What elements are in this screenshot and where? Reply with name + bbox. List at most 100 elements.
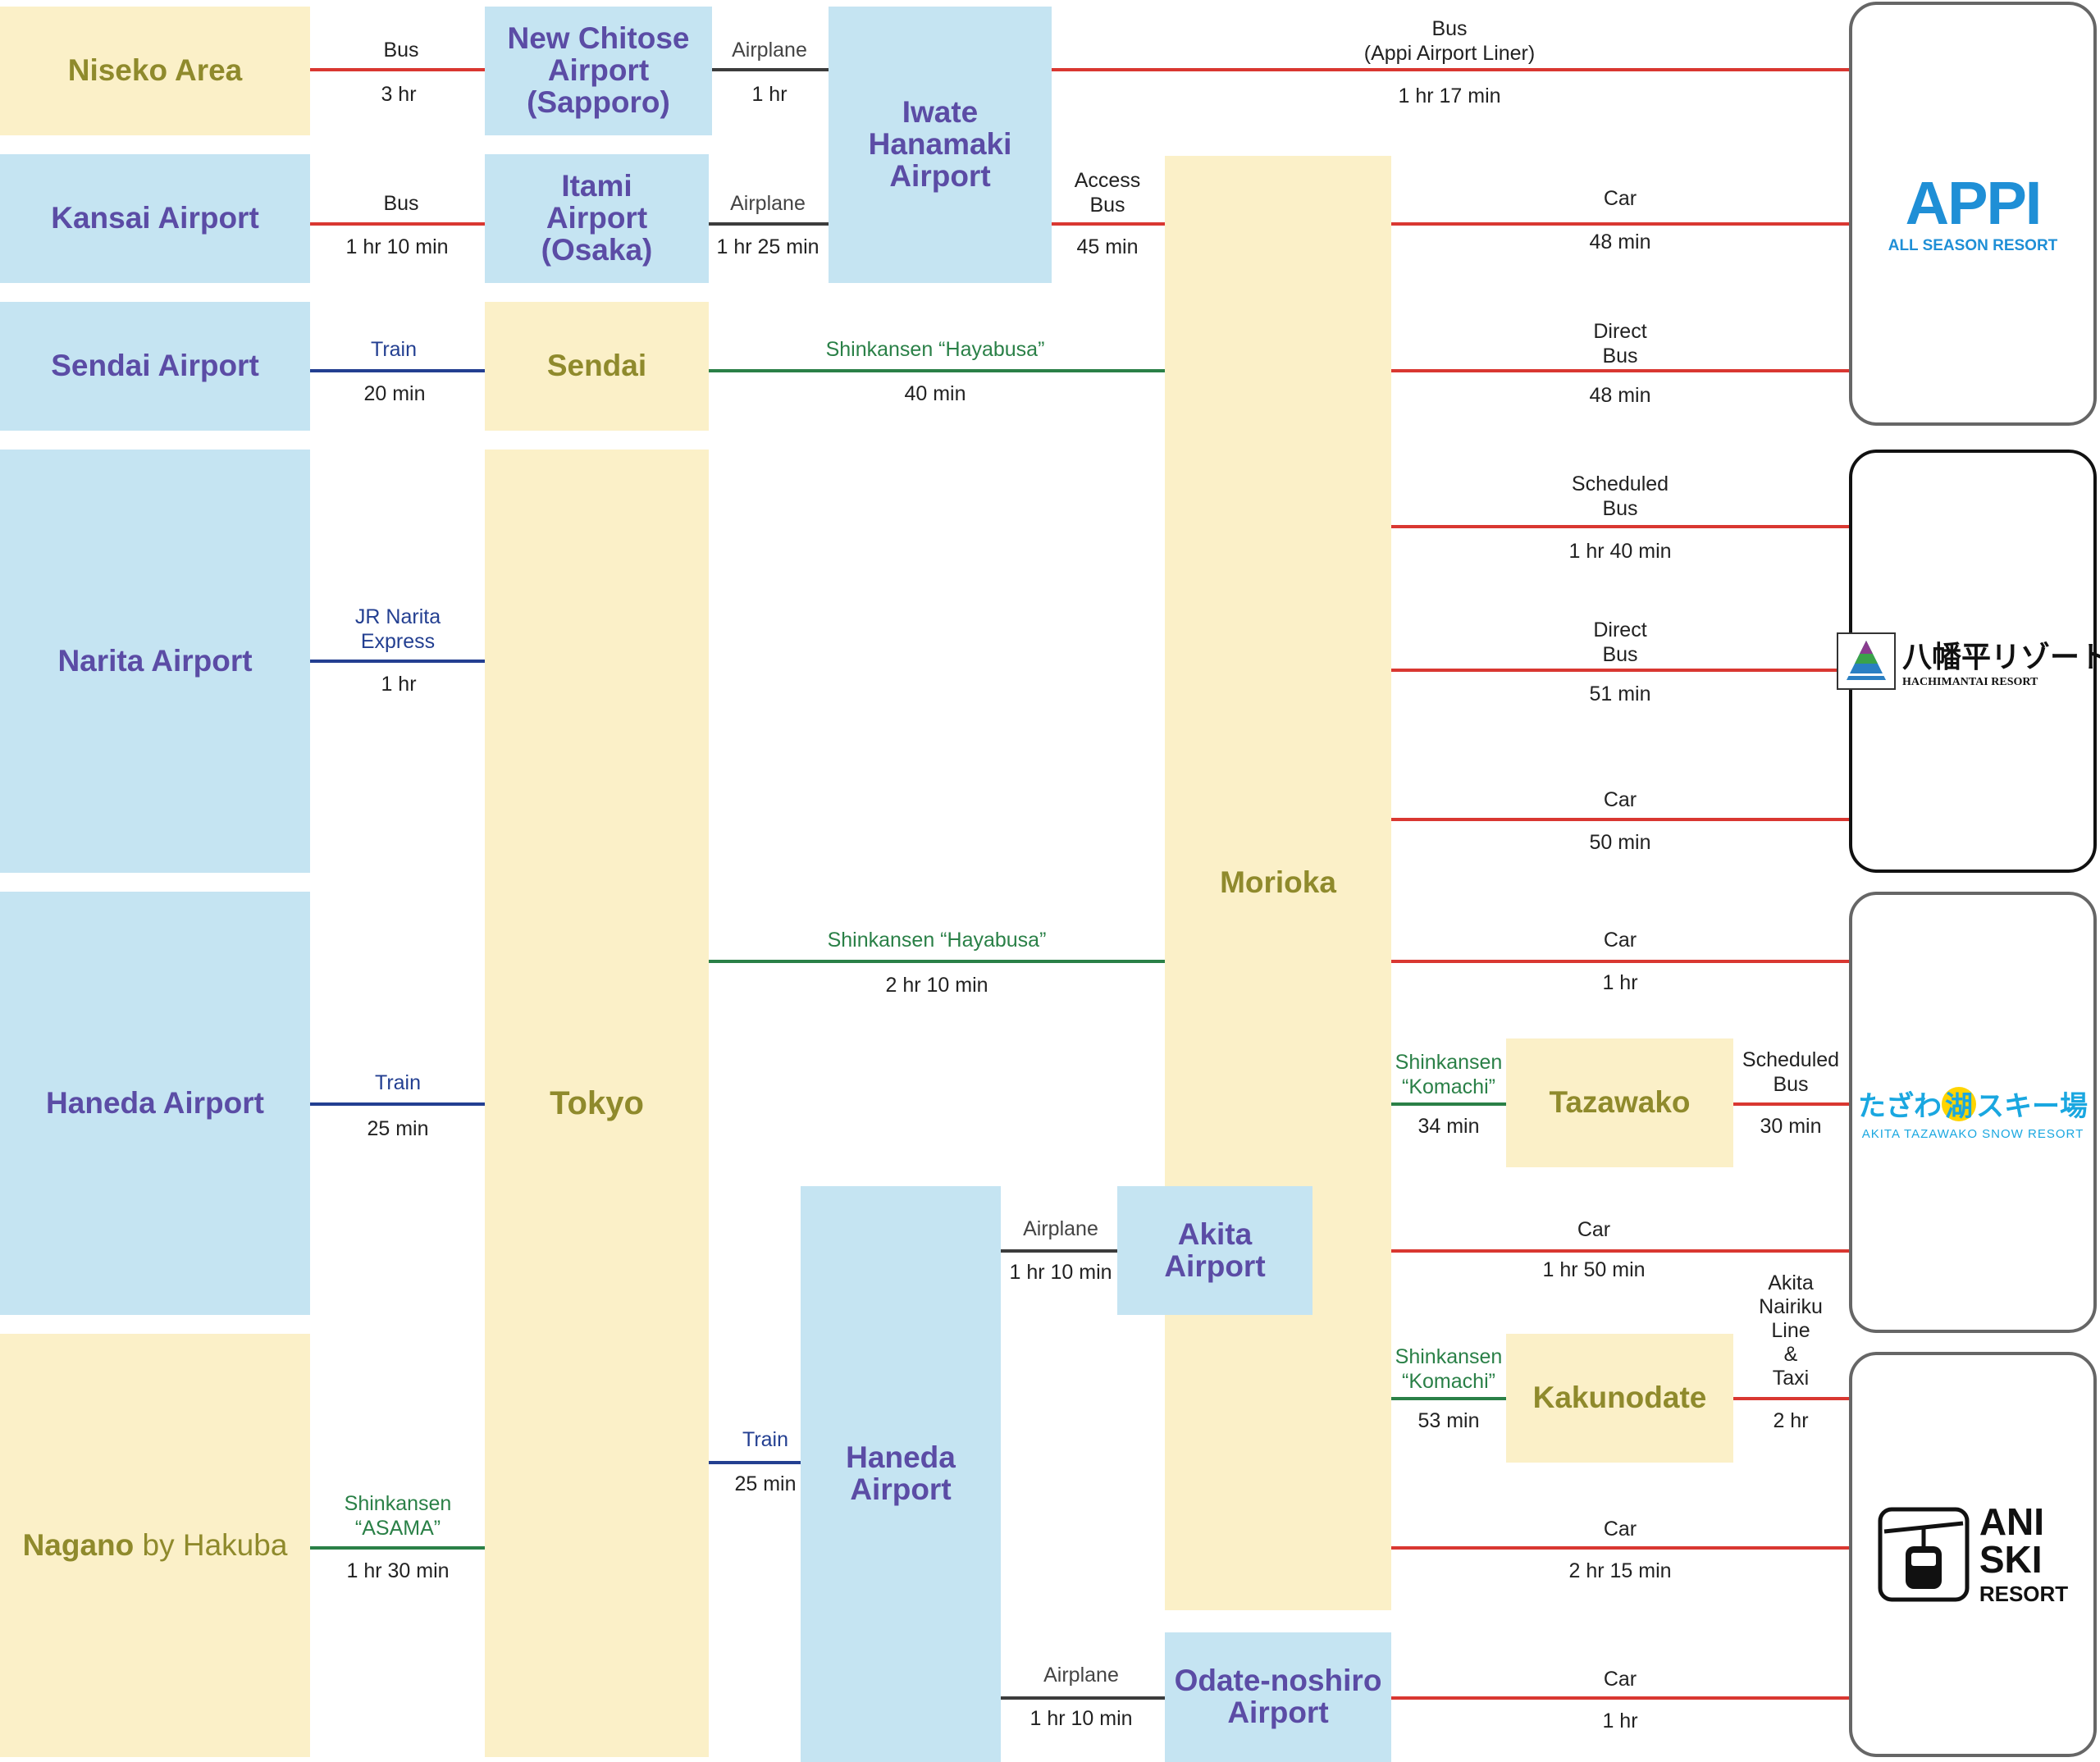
route-line <box>709 960 1165 963</box>
route-label: Scheduled Bus <box>1742 1048 1840 1096</box>
route-label: Train <box>370 338 418 361</box>
route-time: 1 hr 17 min <box>1398 84 1501 107</box>
route-time: 2 hr <box>1773 1409 1809 1432</box>
route-line <box>709 222 829 226</box>
route-label: Shinkansen “Hayabusa” <box>825 338 1045 361</box>
route-line <box>310 1102 485 1106</box>
route-label: Car <box>1603 929 1637 952</box>
route-line <box>1052 68 1849 71</box>
node-iwate-hanamaki-airport: Iwate Hanamaki Airport <box>829 7 1052 283</box>
route-line <box>1391 669 1849 672</box>
route-time: 40 min <box>904 382 966 405</box>
tazawako-logo: たざわ 湖 スキー場 <box>1858 1084 2088 1124</box>
node-niseko-area: Niseko Area <box>0 7 310 135</box>
route-time: 25 min <box>367 1117 429 1140</box>
route-label: Airplane <box>732 39 807 62</box>
resort-hachimantai: 八幡平リゾート HACHIMANTAI RESORT <box>1837 450 2100 873</box>
node-tokyo: Tokyo <box>485 450 709 1757</box>
route-time: 1 hr 10 min <box>1009 1261 1112 1284</box>
resort-appi: APPI ALL SEASON RESORT <box>1849 2 2097 426</box>
route-time: 51 min <box>1589 682 1651 705</box>
route-line <box>310 369 485 372</box>
route-time: 1 hr <box>751 83 788 106</box>
route-time: 53 min <box>1418 1409 1480 1432</box>
node-kakunodate: Kakunodate <box>1506 1334 1733 1463</box>
route-label: Train <box>374 1071 422 1094</box>
route-time: 34 min <box>1418 1115 1480 1138</box>
gondola-icon <box>1878 1507 1970 1602</box>
node-sendai-airport: Sendai Airport <box>0 302 310 431</box>
route-line <box>1391 1397 1506 1400</box>
route-time: 2 hr 15 min <box>1568 1559 1672 1582</box>
route-line <box>1391 525 1849 528</box>
route-time: 1 hr 30 min <box>346 1559 450 1582</box>
route-time: 48 min <box>1589 384 1651 407</box>
route-label: Shinkansen “Hayabusa” <box>827 929 1047 952</box>
route-line <box>310 68 485 71</box>
tazawako-logo-lake: 湖 <box>1942 1086 1976 1123</box>
route-line <box>1733 1397 1849 1400</box>
route-line <box>310 660 485 663</box>
node-morioka: Morioka <box>1165 156 1391 1610</box>
route-label: Car <box>1603 1668 1637 1691</box>
route-label: Direct Bus <box>1593 320 1647 367</box>
route-time: 30 min <box>1760 1115 1822 1138</box>
route-line <box>1391 818 1849 821</box>
route-time: 1 hr <box>1602 971 1638 994</box>
node-sendai: Sendai <box>485 302 709 431</box>
route-line <box>1391 1696 1849 1700</box>
ani-subtitle: RESORT <box>1979 1581 2069 1606</box>
route-time: 1 hr <box>381 673 417 696</box>
route-line <box>1001 1696 1165 1700</box>
route-time: 1 hr 50 min <box>1542 1258 1646 1281</box>
route-time: 20 min <box>363 382 426 405</box>
route-line <box>712 68 829 71</box>
route-label: Scheduled Bus <box>1571 472 1669 520</box>
route-label: Car <box>1603 187 1637 210</box>
route-label: Airplane <box>730 192 806 215</box>
route-time: 3 hr <box>381 83 417 106</box>
route-label: Car <box>1603 788 1637 811</box>
route-label: Bus <box>383 192 419 215</box>
route-label: Akita Nairiku Line & Taxi <box>1759 1271 1823 1390</box>
ani-logo: ANI SKI <box>1979 1500 2045 1581</box>
route-time: 1 hr 40 min <box>1568 540 1672 563</box>
node-akita-airport: Akita Airport <box>1117 1186 1312 1315</box>
route-time: 25 min <box>734 1472 797 1495</box>
tazawako-logo-part: たざわ <box>1858 1090 1942 1123</box>
route-label: Shinkansen “ASAMA” <box>344 1492 452 1540</box>
ani-logo-row: ANI SKI RESORT <box>1878 1503 2068 1607</box>
route-label: Car <box>1577 1218 1611 1241</box>
node-nagano: Nagano by Hakuba <box>0 1334 310 1757</box>
node-tazawako: Tazawako <box>1506 1038 1733 1167</box>
appi-logo: APPI <box>1905 168 2043 237</box>
resort-tazawako: たざわ 湖 スキー場 AKITA TAZAWAKO SNOW RESORT <box>1849 892 2097 1333</box>
hachimantai-subtitle: HACHIMANTAI RESORT <box>1902 676 2038 688</box>
route-line <box>1312 1249 1849 1253</box>
node-haneda-airport-mid: Haneda Airport <box>801 1186 1001 1762</box>
route-line <box>1391 369 1849 372</box>
node-new-chitose-airport: New Chitose Airport (Sapporo) <box>485 7 712 135</box>
route-label: Shinkansen “Komachi” <box>1395 1051 1503 1098</box>
route-line <box>1391 222 1849 226</box>
node-odate-noshiro-airport: Odate-noshiro Airport <box>1165 1632 1391 1762</box>
route-time: 50 min <box>1589 831 1651 854</box>
route-line <box>1001 1249 1117 1253</box>
route-line <box>1391 960 1849 963</box>
resort-ani-ski: ANI SKI RESORT <box>1849 1352 2097 1757</box>
hachimantai-logo: 八幡平リゾート <box>1902 641 2100 674</box>
node-kansai-airport: Kansai Airport <box>0 154 310 283</box>
route-label: JR Narita Express <box>354 605 441 653</box>
route-line <box>310 1546 485 1550</box>
route-line <box>1733 1102 1849 1106</box>
tazawako-subtitle: AKITA TAZAWAKO SNOW RESORT <box>1861 1127 2084 1141</box>
route-time: 1 hr 10 min <box>1029 1707 1133 1730</box>
tazawako-logo-part: スキー場 <box>1976 1090 2088 1123</box>
route-line <box>1391 1546 1849 1550</box>
route-label: Direct Bus <box>1593 619 1647 666</box>
route-time: 45 min <box>1076 235 1139 258</box>
route-label: Airplane <box>1023 1217 1098 1240</box>
route-label: Access Bus <box>1074 169 1141 217</box>
nagano-suffix: by Hakuba <box>142 1527 288 1562</box>
